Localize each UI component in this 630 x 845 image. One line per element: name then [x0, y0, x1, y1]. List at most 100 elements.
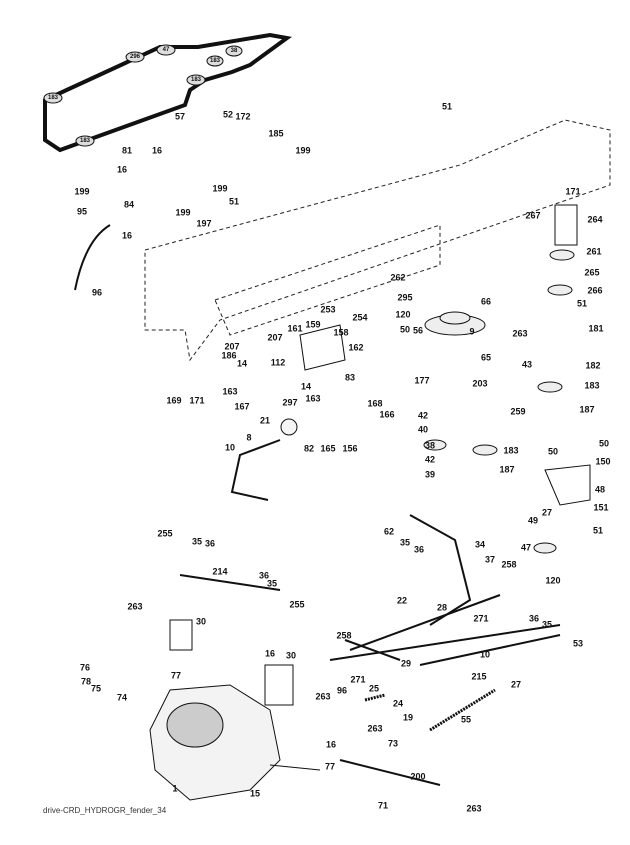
- part-number-label: 43: [521, 359, 533, 370]
- part-number-label: 199: [175, 207, 191, 218]
- part-number-label: 161: [287, 323, 303, 334]
- part-number-label: 38: [424, 440, 436, 451]
- part-number-label: 112: [270, 357, 286, 368]
- part-number-label: 266: [587, 285, 603, 296]
- part-number-label: 51: [228, 196, 240, 207]
- part-number-label: 120: [395, 309, 411, 320]
- part-number-label: 271: [473, 613, 489, 624]
- chassis-frame: [144, 119, 611, 362]
- drive-belt: [43, 32, 292, 153]
- part-number-label: 253: [320, 304, 336, 315]
- part-number-label: 25: [368, 683, 380, 694]
- part-number-label: 48: [594, 484, 606, 495]
- part-number-label: 35: [399, 537, 411, 548]
- part-number-label: 34: [474, 539, 486, 550]
- part-number-label: 265: [584, 267, 600, 278]
- part-number-label: 16: [151, 145, 163, 156]
- part-number-label: 163: [305, 393, 321, 404]
- part-number-label: 35: [191, 536, 203, 547]
- part-number-label: 36: [204, 538, 216, 549]
- belt-pulley-label: 47: [162, 47, 170, 53]
- part-number-label: 27: [510, 679, 522, 690]
- part-number-label: 71: [377, 800, 389, 811]
- part-number-label: 51: [592, 525, 604, 536]
- part-number-label: 15: [249, 788, 261, 799]
- part-number-label: 263: [367, 723, 383, 734]
- part-number-label: 267: [525, 210, 541, 221]
- part-number-label: 261: [586, 246, 602, 257]
- part-number-label: 29: [400, 658, 412, 669]
- belt-label: 57: [174, 111, 186, 122]
- part-number-label: 73: [387, 738, 399, 749]
- part-number-label: 55: [460, 714, 472, 725]
- part-number-label: 24: [392, 698, 404, 709]
- part-number-label: 62: [383, 526, 395, 537]
- part-number-label: 1: [172, 783, 178, 794]
- part-number-label: 181: [588, 323, 604, 334]
- part-number-label: 42: [424, 454, 436, 465]
- part-number-label: 156: [342, 443, 358, 454]
- part-number-label: 171: [565, 186, 581, 197]
- diagram-caption: drive-CRD_HYDROGR_fender_34: [43, 806, 167, 815]
- pulleys: [280, 249, 575, 554]
- part-number-label: 49: [527, 515, 539, 526]
- part-number-label: 158: [333, 327, 349, 338]
- part-number-label: 82: [303, 443, 315, 454]
- transmission: [149, 684, 321, 801]
- part-number-label: 35: [541, 619, 553, 630]
- part-number-label: 36: [413, 544, 425, 555]
- brackets: [169, 204, 591, 706]
- part-number-label: 28: [436, 602, 448, 613]
- part-number-label: 169: [166, 395, 182, 406]
- part-number-label: 187: [579, 404, 595, 415]
- part-number-label: 167: [234, 401, 250, 412]
- part-number-label: 77: [324, 761, 336, 772]
- part-number-label: 165: [320, 443, 336, 454]
- part-number-label: 258: [501, 559, 517, 570]
- part-number-label: 271: [350, 674, 366, 685]
- part-number-label: 36: [528, 613, 540, 624]
- part-number-label: 263: [127, 601, 143, 612]
- part-number-label: 197: [196, 218, 212, 229]
- part-number-label: 166: [379, 409, 395, 420]
- part-number-label: 14: [236, 358, 248, 369]
- part-number-label: 22: [396, 595, 408, 606]
- part-number-label: 27: [541, 507, 553, 518]
- belt-pulley-label: 183: [47, 95, 59, 101]
- part-number-label: 295: [397, 292, 413, 303]
- part-number-label: 185: [268, 128, 284, 139]
- part-number-label: 35: [266, 578, 278, 589]
- part-number-label: 297: [282, 397, 298, 408]
- part-number-label: 187: [499, 464, 515, 475]
- part-number-label: 259: [510, 406, 526, 417]
- part-number-label: 215: [471, 671, 487, 682]
- part-number-label: 16: [116, 164, 128, 175]
- rods-and-links: [74, 224, 561, 786]
- part-number-label: 254: [352, 312, 368, 323]
- part-number-label: 183: [584, 380, 600, 391]
- part-number-label: 95: [76, 206, 88, 217]
- part-number-label: 168: [367, 398, 383, 409]
- part-number-label: 151: [593, 502, 609, 513]
- part-number-label: 50: [598, 438, 610, 449]
- part-number-label: 182: [585, 360, 601, 371]
- belt-pulleys: [43, 44, 243, 147]
- part-number-label: 255: [157, 528, 173, 539]
- part-number-label: 171: [189, 395, 205, 406]
- part-number-label: 77: [170, 670, 182, 681]
- part-number-label: 263: [315, 691, 331, 702]
- part-number-label: 16: [325, 739, 337, 750]
- part-number-label: 258: [336, 630, 352, 641]
- belt-pulley-label: 183: [190, 77, 202, 83]
- part-number-label: 255: [289, 599, 305, 610]
- part-number-label: 50: [547, 446, 559, 457]
- part-number-label: 162: [348, 342, 364, 353]
- part-number-label: 150: [595, 456, 611, 467]
- belt-pulley-label: 296: [129, 54, 141, 60]
- belt-pulley-label: 183: [79, 138, 91, 144]
- part-number-label: 183: [503, 445, 519, 456]
- part-number-label: 16: [121, 230, 133, 241]
- part-number-label: 10: [224, 442, 236, 453]
